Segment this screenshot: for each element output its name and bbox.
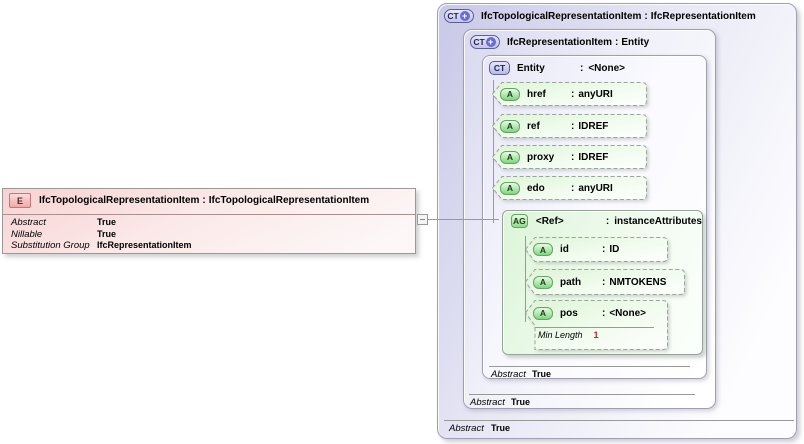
property-substitution-group: Substitution Group IfcRepresentationItem bbox=[11, 240, 192, 251]
attribute-shape bbox=[492, 145, 647, 169]
complex-type-plus-icon[interactable]: CT+ bbox=[470, 35, 500, 49]
attribute-shape bbox=[525, 300, 668, 350]
footer-divider bbox=[444, 420, 794, 421]
outer-footer: Abstract True bbox=[449, 423, 511, 434]
attribute-shape bbox=[492, 82, 647, 106]
complex-type-plus-icon[interactable]: CT+ bbox=[444, 9, 474, 23]
attribute-shape bbox=[525, 269, 685, 295]
element-icon: E bbox=[9, 193, 31, 208]
footer-divider bbox=[469, 394, 695, 395]
element-header: E IfcTopologicalRepresentationItem:IfcTo… bbox=[3, 189, 415, 211]
attribute-group-icon: AG bbox=[511, 214, 528, 228]
tree-connector-line bbox=[525, 236, 526, 322]
attribute-icon: A bbox=[533, 243, 553, 256]
footer-divider bbox=[489, 366, 690, 367]
attribute-group-header: AG <Ref>:instanceAttributes bbox=[503, 211, 702, 228]
collapse-handle[interactable] bbox=[417, 214, 428, 225]
attribute-group-box[interactable]: AG <Ref>:instanceAttributes A id : bbox=[502, 210, 703, 355]
entity-footer: Abstract True bbox=[491, 369, 552, 380]
outer-header: CT+ IfcTopologicalRepresentationItem:Ifc… bbox=[438, 4, 796, 23]
attribute-path[interactable]: A path : NMTOKENS bbox=[525, 269, 685, 295]
attribute-proxy[interactable]: A proxy : IDREF bbox=[492, 145, 647, 169]
attribute-id[interactable]: A id : ID bbox=[525, 237, 668, 262]
reference-connector-line bbox=[417, 219, 499, 220]
property-abstract: Abstract True bbox=[11, 217, 117, 228]
divider bbox=[3, 214, 415, 215]
attribute-icon: A bbox=[533, 275, 553, 289]
property-nillable: Nillable True bbox=[11, 228, 117, 240]
attribute-icon: A bbox=[533, 306, 553, 320]
middle-title: IfcRepresentationItem:Entity bbox=[507, 36, 650, 48]
attribute-edo[interactable]: A edo : anyURI bbox=[492, 176, 647, 200]
attribute-shape bbox=[492, 176, 647, 200]
middle-footer: Abstract True bbox=[470, 397, 531, 408]
complex-type-middle-box[interactable]: CT+ IfcRepresentationItem:Entity CT Enti… bbox=[463, 29, 716, 409]
element-properties: Abstract True Nillable True Substitution… bbox=[11, 217, 192, 252]
entity-title: Entity:<None> bbox=[517, 62, 626, 74]
middle-header: CT+ IfcRepresentationItem:Entity bbox=[464, 30, 715, 49]
complex-type-icon: CT bbox=[489, 61, 510, 75]
facet-divider bbox=[535, 327, 654, 328]
attribute-pos[interactable]: A pos : <None> Min Length 1 bbox=[525, 300, 668, 350]
attribute-href[interactable]: A href : anyURI bbox=[492, 82, 647, 106]
attribute-ref[interactable]: A ref : IDREF bbox=[492, 114, 647, 138]
element-title: IfcTopologicalRepresentationItem:IfcTopo… bbox=[39, 195, 370, 206]
attribute-icon: A bbox=[500, 150, 520, 164]
attribute-icon: A bbox=[500, 87, 520, 101]
min-length-facet: Min Length 1 bbox=[538, 330, 599, 340]
complex-type-outer-box[interactable]: CT+ IfcTopologicalRepresentationItem:Ifc… bbox=[437, 3, 797, 439]
complex-type-entity-box[interactable]: CT Entity:<None> A href : anyURI bbox=[482, 55, 707, 380]
entity-header: CT Entity:<None> bbox=[483, 56, 706, 75]
attribute-icon: A bbox=[500, 181, 520, 195]
attribute-shape bbox=[525, 237, 668, 262]
tree-connector-line bbox=[493, 80, 494, 223]
attribute-icon: A bbox=[500, 119, 520, 133]
element-declaration-box[interactable]: E IfcTopologicalRepresentationItem:IfcTo… bbox=[2, 188, 416, 254]
attribute-shape bbox=[492, 114, 647, 138]
outer-title: IfcTopologicalRepresentationItem:IfcRepr… bbox=[481, 10, 756, 22]
